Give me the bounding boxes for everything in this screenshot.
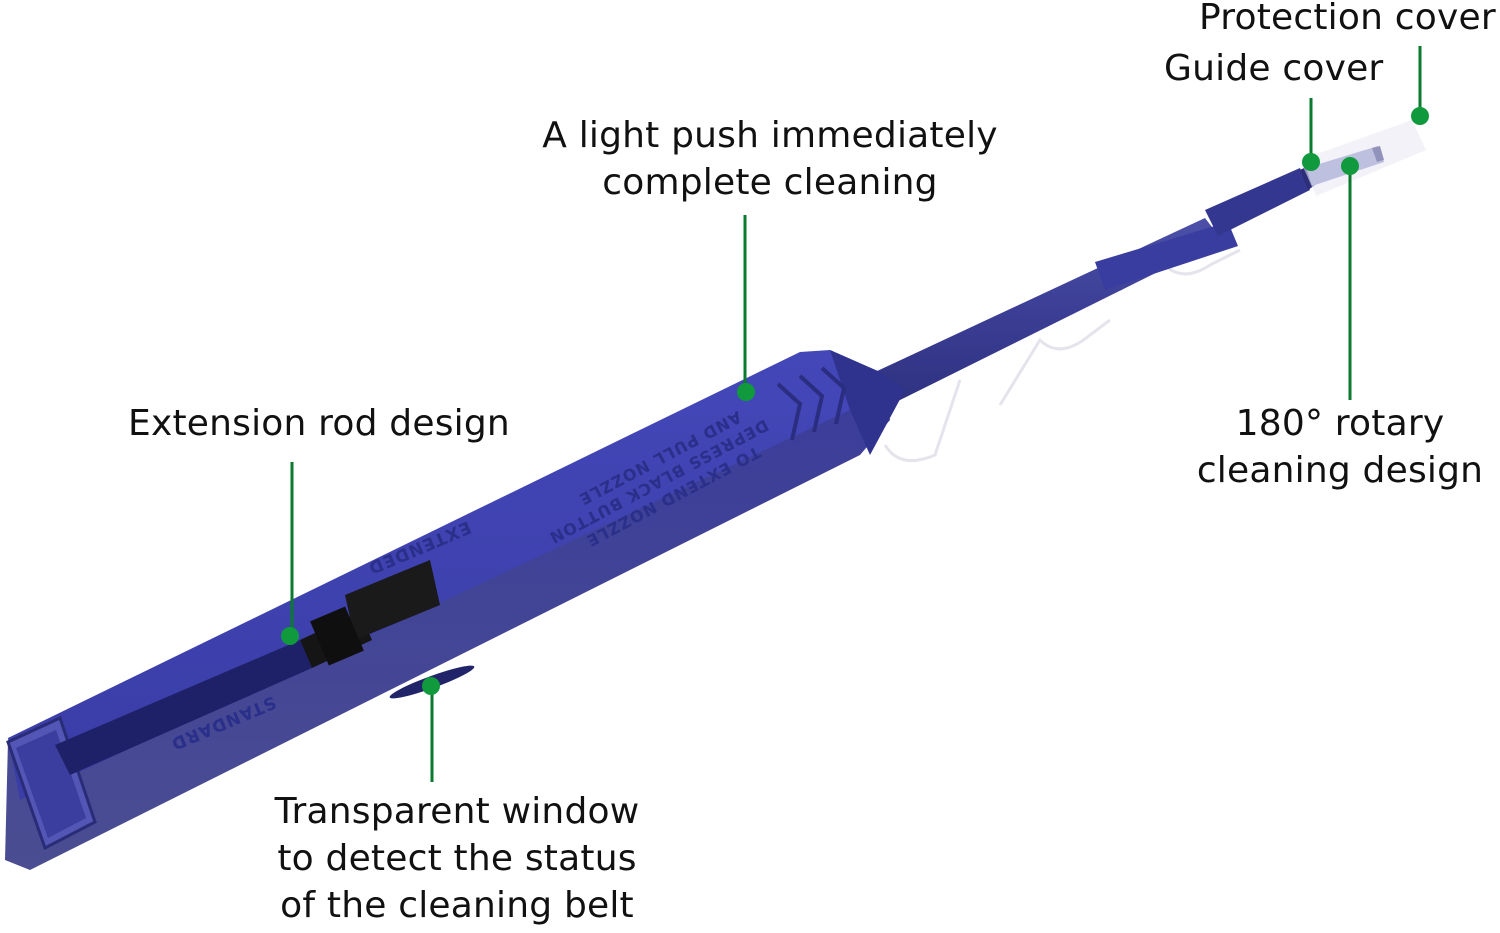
chevron-grip bbox=[776, 366, 847, 441]
label-light-push-line2: complete cleaning bbox=[602, 162, 938, 203]
label-rotary-cleaning: 180° rotary cleaning design bbox=[1190, 400, 1490, 494]
label-rotary-line2: cleaning design bbox=[1196, 450, 1484, 491]
label-extension-rod: Extension rod design bbox=[128, 403, 510, 444]
label-rotary-line1: 180° rotary bbox=[1235, 403, 1445, 444]
label-guide-cover: Guide cover bbox=[1164, 48, 1384, 89]
label-protection-cover: Protection cover bbox=[1199, 0, 1496, 38]
label-light-push-line1: A light push immediately bbox=[542, 115, 998, 156]
nozzle-rod bbox=[875, 120, 1426, 405]
extension-slot bbox=[55, 640, 312, 775]
label-transparent-window: Transparent window to detect the status … bbox=[262, 788, 652, 929]
black-button bbox=[310, 606, 364, 666]
pen-head bbox=[830, 350, 905, 455]
callout-leaders bbox=[281, 46, 1429, 782]
label-window-line2: to detect the status bbox=[277, 838, 637, 879]
label-window-line3: of the cleaning belt bbox=[280, 885, 634, 926]
label-window-line1: Transparent window bbox=[274, 791, 640, 832]
label-light-push: A light push immediately complete cleani… bbox=[530, 112, 1010, 206]
